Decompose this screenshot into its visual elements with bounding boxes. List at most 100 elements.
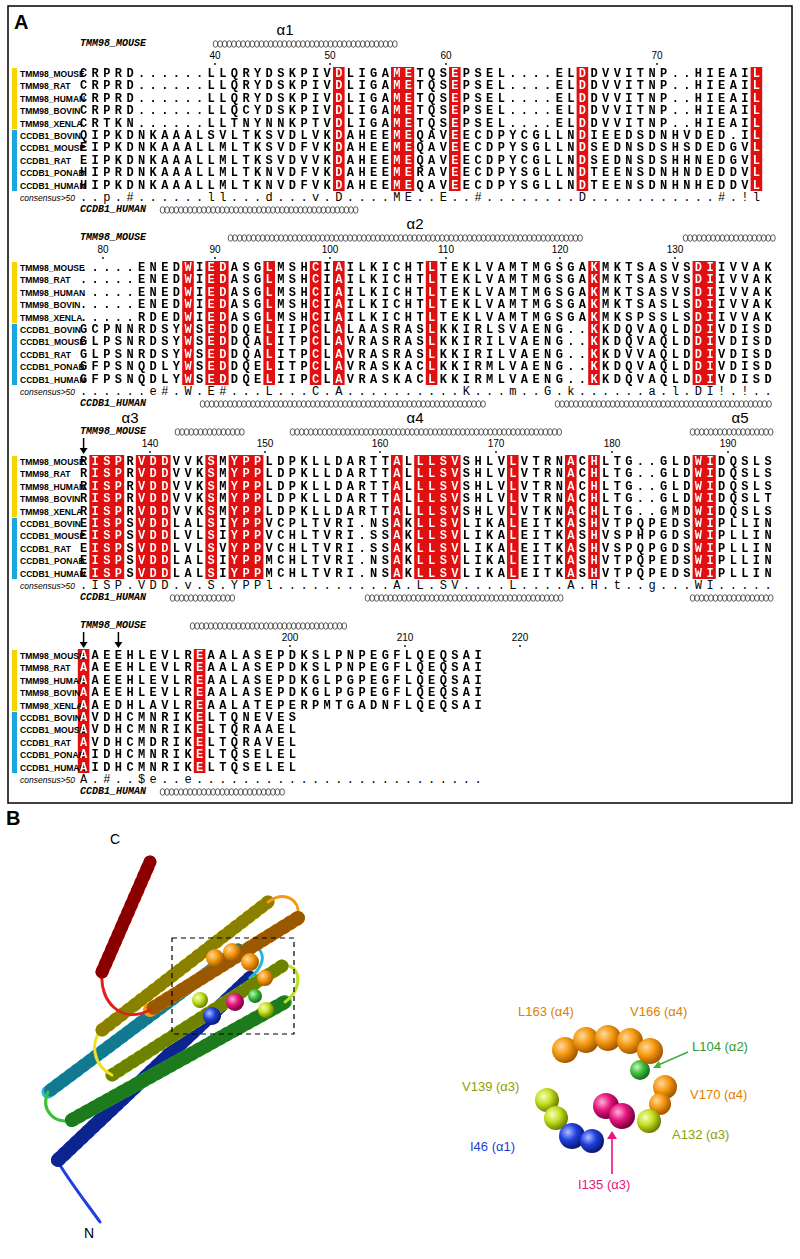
ruler-dot [289, 645, 291, 647]
helix-coil [260, 401, 265, 408]
sphere [203, 1007, 221, 1025]
helix-coil [215, 789, 220, 796]
helix-coil [349, 207, 354, 214]
helix-coil [430, 401, 435, 408]
helix-coil [500, 235, 505, 242]
aligned-sequence: CRPRD......LLQCYDSKPIVDLIGAMETQSEPSEL...… [80, 105, 764, 117]
helix-coil [384, 595, 389, 602]
helix-coil [291, 41, 296, 48]
helix-coil [298, 207, 303, 214]
helix-coil [601, 401, 606, 408]
helix-coil [313, 429, 318, 436]
helix-coil [758, 401, 763, 408]
helix-a5 [102, 862, 150, 972]
helix-coil [713, 429, 718, 436]
residue-label: V166 (α4) [630, 1005, 687, 1019]
sequence-name: CCDB1_RAT [20, 349, 71, 361]
sequence-name: TMM98_MOUSE [20, 262, 85, 274]
helix-coil [342, 41, 347, 48]
helix-coil [370, 401, 375, 408]
helix-coil [221, 595, 226, 602]
helix-coil [227, 623, 232, 630]
sequence-name: TMM98_BOVIN [20, 493, 80, 505]
residue-label: V170 (α4) [690, 1088, 747, 1102]
helix-coil [615, 401, 620, 408]
helix-coil [720, 235, 725, 242]
ruler-dot [214, 257, 216, 259]
residue-number: 220 [512, 633, 529, 643]
helix-coil [213, 623, 218, 630]
helix-coil [212, 429, 217, 436]
aligned-sequence: AAEEHLEVLREAALASEPDKSLPNPEGFLQEQSAI [80, 650, 486, 662]
aligned-sequence: AAEEHLEVLREAALASEPDKSLPNPEGFLQEQSAI [80, 662, 486, 674]
helix-coil [341, 429, 346, 436]
helix-coil [265, 401, 270, 408]
helix-coil [304, 429, 309, 436]
helix-coil [188, 207, 193, 214]
helix-coil [504, 235, 509, 242]
helix-coil [457, 595, 462, 602]
helix-coil [688, 235, 693, 242]
group-bar [12, 456, 17, 517]
helix-coil [334, 401, 339, 408]
helix-coil [768, 595, 773, 602]
helix-coil [305, 41, 310, 48]
helix-coil [652, 401, 657, 408]
residue-number: 180 [604, 439, 621, 449]
helix-coil [271, 207, 276, 214]
aligned-sequence: CRPRD......LLQRYDSKPIVDLIGAMETQSEPSEL...… [80, 68, 764, 80]
helix-coil [449, 235, 454, 242]
aligned-sequence: CRPRD......LLQRYDSKPIVDLIGAMETQSEPSEL...… [80, 80, 764, 92]
helix-coil [238, 789, 243, 796]
helix-coil [517, 595, 522, 602]
ruler-dot [611, 451, 613, 453]
helix-coil [317, 207, 322, 214]
helix-coil [558, 595, 563, 602]
helix-coil [194, 429, 199, 436]
helix-coil [366, 235, 371, 242]
sequence-name: CCDB1_BOVIN [20, 712, 81, 724]
helix-coil [383, 41, 388, 48]
helix-coil [251, 235, 256, 242]
helix-coil [247, 235, 252, 242]
sequence-name: CCDB1_BOVIN [20, 518, 81, 530]
helix-coil [288, 401, 293, 408]
consensus-label: consensus>50 [20, 386, 75, 398]
sequence-name: TMM98_BOVIN [20, 687, 80, 699]
helix-coil [456, 429, 461, 436]
helix-coil [291, 623, 296, 630]
helix-coil [536, 235, 541, 242]
helix-coil [474, 429, 479, 436]
helix-coil [192, 789, 197, 796]
helix-coil [745, 429, 750, 436]
helix-coil [209, 623, 214, 630]
helix-coil [266, 789, 271, 796]
helix-coil [379, 595, 384, 602]
loop [95, 1030, 112, 1075]
helix-coil [555, 401, 560, 408]
helix-coil [296, 41, 301, 48]
helix-coil [375, 401, 380, 408]
helix-coil [319, 41, 324, 48]
helix-coil [420, 595, 425, 602]
helix-coil [490, 235, 495, 242]
helix-coil [462, 401, 467, 408]
residue-number: 140 [142, 439, 159, 449]
aligned-sequence: GFPSNQDLYWSEDDQELIIPCLAVRASKACLKKIRMLVAE… [80, 374, 776, 386]
reference-name: TMM98_MOUSE [80, 427, 146, 437]
helix-coil [189, 595, 194, 602]
helix-coil [350, 429, 355, 436]
helix-coil [712, 401, 717, 408]
helix-coil [252, 207, 257, 214]
helix-coil [195, 623, 200, 630]
helix-coil [750, 595, 755, 602]
sequence-name: CCDB1_HUMAN [20, 568, 86, 580]
helix-coil [312, 207, 317, 214]
helix-coil [534, 429, 539, 436]
helix-coil [512, 595, 517, 602]
helix-coil [306, 401, 311, 408]
helix-coil [743, 235, 748, 242]
helix-coil [222, 623, 227, 630]
helix-coil [638, 401, 643, 408]
helix-coil [352, 401, 357, 408]
